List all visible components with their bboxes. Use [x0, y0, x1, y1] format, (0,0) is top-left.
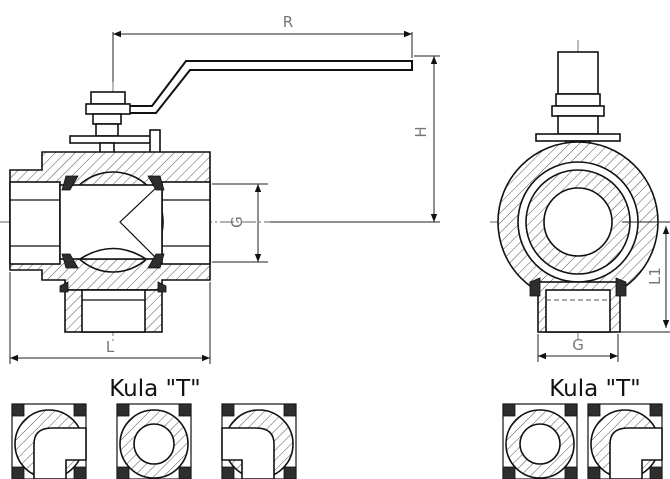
right-ball-title: Kula "T" [549, 376, 641, 402]
dim-l1-label: L1 [646, 267, 664, 285]
left-ball-title: Kula "T" [109, 376, 201, 402]
ball-position-1 [11, 403, 87, 479]
ball-position-5 [587, 403, 663, 479]
dim-h-label: H [412, 126, 430, 137]
dim-g-side-label: G [572, 336, 584, 354]
side-view: G L1 [490, 40, 670, 362]
side-ball-port [543, 187, 613, 257]
front-view: R H G L [0, 13, 440, 364]
ball-position-3 [221, 403, 297, 479]
lever-handle [119, 60, 413, 114]
stem-nut [90, 91, 126, 105]
dim-r-label: R [283, 13, 293, 31]
ball-position-2 [116, 403, 192, 479]
dim-g-label: G [228, 216, 246, 228]
dim-l-label: L [106, 338, 115, 356]
ball-position-4 [502, 403, 578, 479]
